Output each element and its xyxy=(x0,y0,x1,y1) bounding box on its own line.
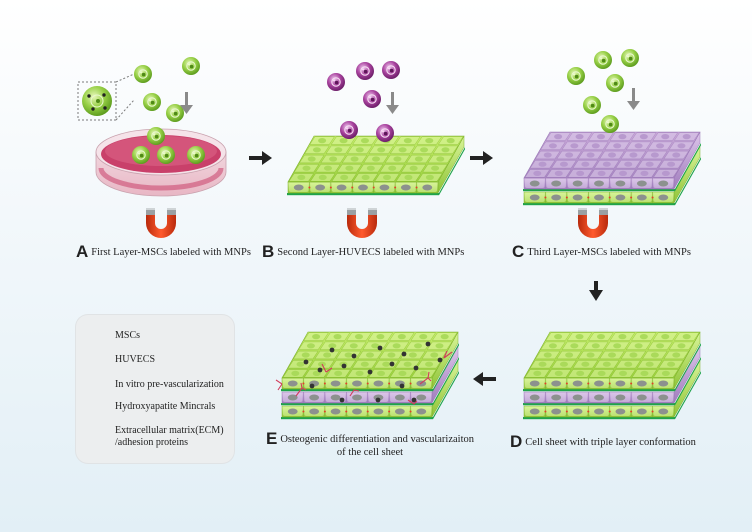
cell-sheet-panel-b xyxy=(287,135,465,196)
magnet-icon xyxy=(146,208,176,238)
flow-arrow-right-icon xyxy=(470,151,493,165)
msc-layer xyxy=(287,135,465,196)
flow-arrow-right-icon xyxy=(249,151,272,165)
arrow-down-icon xyxy=(627,88,640,110)
msc-layer xyxy=(523,331,701,392)
mnp-particle-icon xyxy=(87,94,91,98)
ecm-line xyxy=(523,417,675,420)
ecm-line xyxy=(523,403,675,406)
huvec-layer xyxy=(281,345,459,406)
ecm-line xyxy=(281,417,433,420)
cell-sheet-panel-c xyxy=(523,131,701,206)
flow-arrow-left-icon xyxy=(473,372,496,386)
msc-layer-top xyxy=(523,331,701,379)
cell-sheet-panel-d xyxy=(523,331,701,420)
ecm-line xyxy=(287,193,439,196)
flow-arrow-down-icon xyxy=(589,281,603,301)
huvec-layer xyxy=(523,345,701,406)
arrow-down-icon xyxy=(386,92,399,114)
msc-cells-falling-c xyxy=(566,48,640,134)
msc-cells-falling-a xyxy=(131,56,206,165)
arrow-down-icon xyxy=(180,92,193,114)
ecm-line xyxy=(281,403,433,406)
msc-layer-top xyxy=(281,331,459,379)
ecm-line xyxy=(523,189,675,192)
panel-a xyxy=(77,56,227,238)
ecm-line xyxy=(523,389,675,392)
msc-zoom-inset xyxy=(77,73,135,121)
cell-sheet-panel-e xyxy=(275,331,459,420)
huvec-layer xyxy=(523,131,701,192)
huvec-cells-falling-b xyxy=(326,60,401,143)
msc-layer xyxy=(523,359,701,420)
hydroxyapatite-minerals xyxy=(303,341,443,403)
msc-layer xyxy=(523,145,701,206)
msc-layer xyxy=(281,359,459,420)
magnet-icon xyxy=(347,208,377,238)
magnet-icon xyxy=(578,208,608,238)
pre-vascularization-vessels xyxy=(275,350,453,405)
msc-layer-top xyxy=(287,135,465,183)
huvec-layer-top xyxy=(523,131,701,179)
legend-panel: MSCs HUVECS In vitro pre-vascularization… xyxy=(76,315,234,463)
ecm-line xyxy=(523,203,675,206)
